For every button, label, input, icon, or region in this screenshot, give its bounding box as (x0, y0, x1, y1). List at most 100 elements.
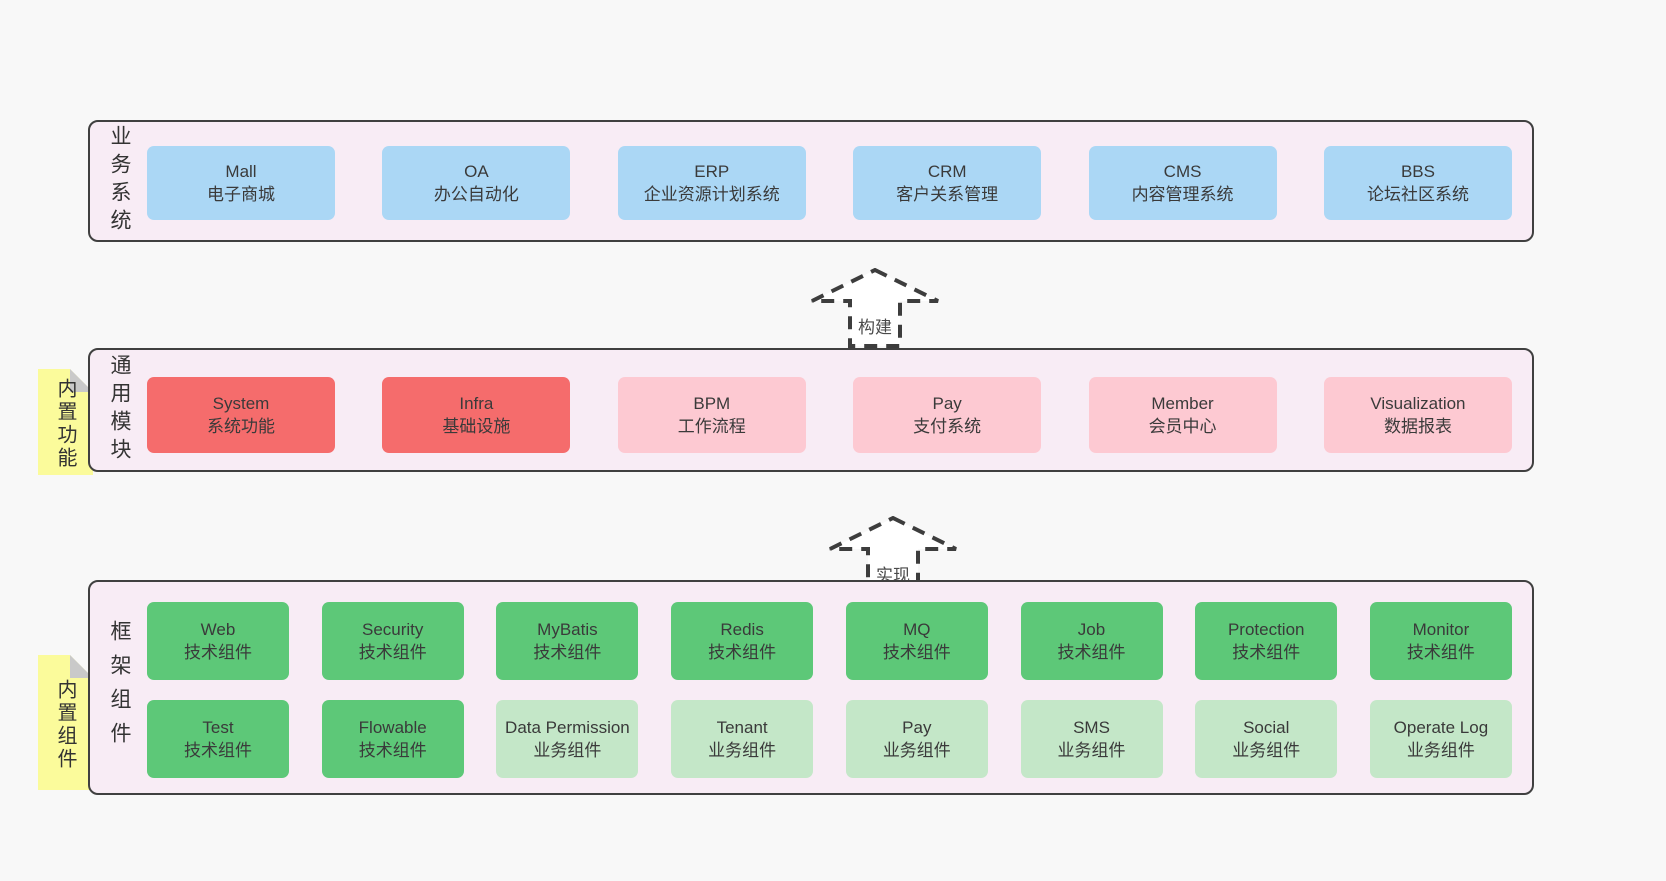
up-arrow-icon (811, 268, 939, 348)
box-subtitle: 业务组件 (533, 741, 602, 760)
box-subtitle: 技术组件 (358, 643, 427, 662)
sticky-label: 内置功能 (54, 378, 76, 470)
box-subtitle: 业务组件 (708, 741, 777, 760)
box-data-permission: Data Permission 业务组件 (496, 700, 639, 778)
box-title: OA (464, 162, 489, 181)
arrow-label-text: 构建 (856, 318, 894, 337)
panel-title-business-systems: 业务系统 (108, 125, 131, 237)
box-protection: Protection 技术组件 (1195, 602, 1338, 680)
box-test: Test 技术组件 (147, 700, 289, 778)
box-system: System 系统功能 (147, 377, 335, 453)
box-subtitle: 技术组件 (1232, 643, 1301, 662)
box-title: CMS (1163, 162, 1202, 181)
box-subtitle: 技术组件 (708, 643, 777, 662)
sticky-note-built-in-components: 内置组件 (38, 655, 93, 790)
box-subtitle: 技术组件 (533, 643, 602, 662)
box-title: Infra (459, 394, 494, 413)
sticky-note-built-in-features: 内置功能 (38, 369, 93, 475)
box-subtitle: 支付系统 (913, 417, 982, 436)
box-subtitle: 论坛社区系统 (1366, 185, 1469, 204)
box-title: Web (200, 620, 236, 639)
box-subtitle: 企业资源计划系统 (643, 185, 780, 204)
box-title: Pay (932, 394, 962, 413)
box-mq: MQ 技术组件 (845, 602, 988, 680)
box-subtitle: 技术组件 (1057, 643, 1126, 662)
box-title: Flowable (358, 718, 427, 737)
box-title: MQ (903, 620, 931, 639)
box-subtitle: 工作流程 (677, 417, 746, 436)
box-title: Visualization (1370, 394, 1466, 413)
box-title: SMS (1073, 718, 1110, 737)
box-web: Web 技术组件 (147, 602, 289, 680)
panel-common-modules: 通用模块 System 系统功能 Infra 基础设施 BPM 工作流程 Pay 支付系统 Me… (88, 348, 1534, 472)
box-job: Job 技术组件 (1020, 602, 1163, 680)
box-title: Tenant (716, 718, 768, 737)
box-title: BBS (1400, 162, 1435, 181)
box-subtitle: 技术组件 (1406, 643, 1475, 662)
box-title: MyBatis (537, 620, 598, 639)
sticky-label: 内置组件 (54, 678, 76, 771)
box-title: Job (1077, 620, 1106, 639)
box-subtitle: 技术组件 (184, 643, 252, 662)
panel-title-common-modules: 通用模块 (108, 354, 131, 466)
box-title: Mall (225, 162, 257, 181)
box-bbs: BBS 论坛社区系统 (1323, 146, 1512, 220)
box-security: Security 技术组件 (321, 602, 464, 680)
box-subtitle: 技术组件 (184, 741, 252, 760)
box-subtitle: 系统功能 (207, 417, 275, 436)
box-bpm: BPM 工作流程 (617, 377, 806, 453)
box-redis: Redis 技术组件 (671, 602, 814, 680)
box-title: Data Permission (505, 718, 630, 737)
box-pay: Pay 业务组件 (845, 700, 988, 778)
box-subtitle: 会员中心 (1148, 417, 1217, 436)
box-sms: SMS 业务组件 (1020, 700, 1163, 778)
box-title: BPM (693, 394, 731, 413)
box-mall: Mall 电子商城 (147, 146, 335, 220)
box-title: CRM (927, 162, 967, 181)
box-subtitle: 业务组件 (1232, 741, 1301, 760)
box-subtitle: 业务组件 (1406, 741, 1475, 760)
arrow-build: 构建 (805, 268, 945, 348)
box-title: Security (361, 620, 424, 639)
box-title: System (212, 394, 270, 413)
box-title: Operate Log (1393, 718, 1489, 737)
box-title: Redis (720, 620, 764, 639)
box-subtitle: 内容管理系统 (1131, 185, 1234, 204)
box-social: Social 业务组件 (1195, 700, 1338, 778)
box-title: Protection (1227, 620, 1305, 639)
box-infra: Infra 基础设施 (382, 377, 571, 453)
box-title: Pay (902, 718, 932, 737)
box-subtitle: 电子商城 (207, 185, 275, 204)
panel-title-framework-components: 框架组件 (108, 619, 131, 756)
box-member: Member 会员中心 (1088, 377, 1277, 453)
common-modules-row: System 系统功能 Infra 基础设施 BPM 工作流程 Pay 支付系统 Member 会… (147, 377, 1512, 453)
box-subtitle: 技术组件 (882, 643, 951, 662)
box-monitor: Monitor 技术组件 (1369, 602, 1512, 680)
box-subtitle: 客户关系管理 (896, 185, 999, 204)
box-subtitle: 办公自动化 (433, 185, 519, 204)
box-tenant: Tenant 业务组件 (671, 700, 814, 778)
box-title: Social (1243, 718, 1290, 737)
box-title: Monitor (1412, 620, 1470, 639)
box-subtitle: 基础设施 (442, 417, 511, 436)
box-pay: Pay 支付系统 (853, 377, 1042, 453)
arrow-build-label: 构建 (805, 313, 945, 338)
box-mybatis: MyBatis 技术组件 (496, 602, 639, 680)
box-operate-log: Operate Log 业务组件 (1369, 700, 1512, 778)
box-subtitle: 业务组件 (1057, 741, 1126, 760)
box-title: Member (1151, 394, 1214, 413)
box-cms: CMS 内容管理系统 (1088, 146, 1277, 220)
box-title: Test (202, 718, 234, 737)
box-subtitle: 业务组件 (882, 741, 951, 760)
box-crm: CRM 客户关系管理 (853, 146, 1042, 220)
box-oa: OA 办公自动化 (382, 146, 571, 220)
